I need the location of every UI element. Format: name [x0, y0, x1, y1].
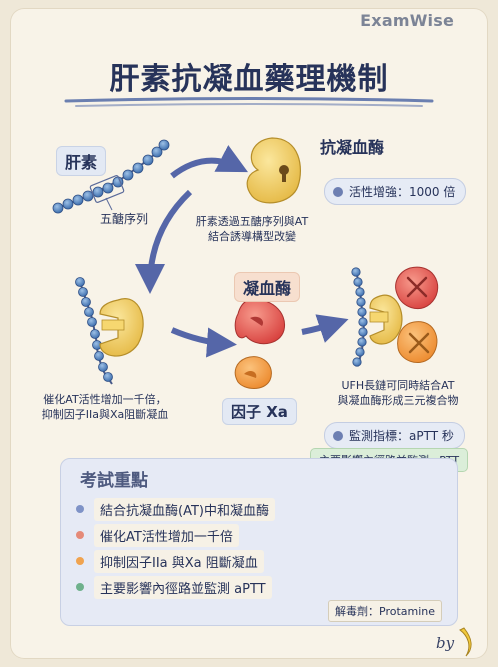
monitor-text: 監測指標：aPTT 秒: [349, 429, 454, 443]
factor-xa-label: 因子 Xa: [222, 398, 297, 425]
activity-badge: 活性增強：1000 倍: [324, 178, 467, 205]
catalyze-line-2: 抑制因子IIa與Xa阻斷凝血: [41, 408, 169, 421]
monitor-badge: 監測指標：aPTT 秒: [324, 422, 465, 449]
bullet-icon: [76, 557, 84, 565]
conformation-caption: 肝素透過五醣序列與AT 結合誘導構型改變: [180, 214, 324, 244]
bullet-icon: [333, 186, 343, 197]
exam-point-1: 結合抗凝血酶(AT)中和凝血酶: [76, 497, 275, 521]
ufh-line-2: 與凝血酶形成三元複合物: [337, 394, 459, 407]
bullet-icon: [333, 430, 343, 441]
exam-point-text: 結合抗凝血酶(AT)中和凝血酶: [94, 497, 275, 521]
pentasaccharide-label: 五醣序列: [100, 212, 149, 226]
heparin-chain: [52, 139, 170, 214]
ufh-caption: UFH長鏈可同時結合AT 與凝血酶形成三元複合物: [320, 378, 476, 408]
arrow-to-antithrombin: [170, 145, 249, 179]
arrow-to-ternary-complex: [301, 314, 349, 343]
exam-point-text: 主要影響內徑路並監測 aPTT: [94, 575, 272, 599]
antithrombin-icon: [246, 137, 301, 204]
thrombin-label: 凝血酶: [234, 272, 301, 302]
arrow-to-bound-complex: [135, 189, 193, 294]
page-title: 肝素抗凝血藥理機制: [109, 62, 389, 97]
catalyze-caption: 催化AT活性增加一千倍， 抑制因子IIa與Xa阻斷凝血: [30, 392, 180, 422]
exam-point-4: 主要影響內徑路並監測 aPTT: [76, 575, 272, 599]
exam-points-title: 考試重點: [80, 471, 148, 491]
brand-logo: ExamWise: [360, 11, 454, 30]
bound-antithrombin: [75, 277, 144, 385]
title-underline: [64, 97, 434, 107]
arrow-to-thrombin: [170, 327, 237, 358]
activity-text: 活性增強：1000 倍: [349, 185, 456, 199]
exam-point-3: 抑制因子IIa 與Xa 阻斷凝血: [76, 549, 264, 573]
exam-point-text: 抑制因子IIa 與Xa 阻斷凝血: [94, 549, 264, 573]
thrombin-icon: [234, 298, 286, 345]
exam-point-2: 催化AT活性增加一千倍: [76, 523, 239, 547]
exam-point-text: 催化AT活性增加一千倍: [94, 523, 239, 547]
bullet-icon: [76, 531, 84, 539]
ufh-line-1: UFH長鏈可同時結合AT: [341, 379, 455, 392]
factor-xa-icon: [234, 356, 272, 389]
bullet-icon: [76, 505, 84, 513]
banana-icon: [459, 627, 472, 657]
conformation-line-1: 肝素透過五醣序列與AT: [195, 215, 309, 228]
heparin-label: 肝素: [56, 146, 107, 176]
antidote-note: 解毒劑：Protamine: [328, 600, 443, 622]
antithrombin-label: 抗凝血酶: [320, 138, 385, 157]
bullet-icon: [76, 583, 84, 591]
signature: by: [436, 634, 455, 652]
conformation-line-2: 結合誘導構型改變: [208, 230, 296, 243]
ternary-complex: [351, 266, 439, 367]
catalyze-line-1: 催化AT活性增加一千倍，: [43, 393, 167, 406]
